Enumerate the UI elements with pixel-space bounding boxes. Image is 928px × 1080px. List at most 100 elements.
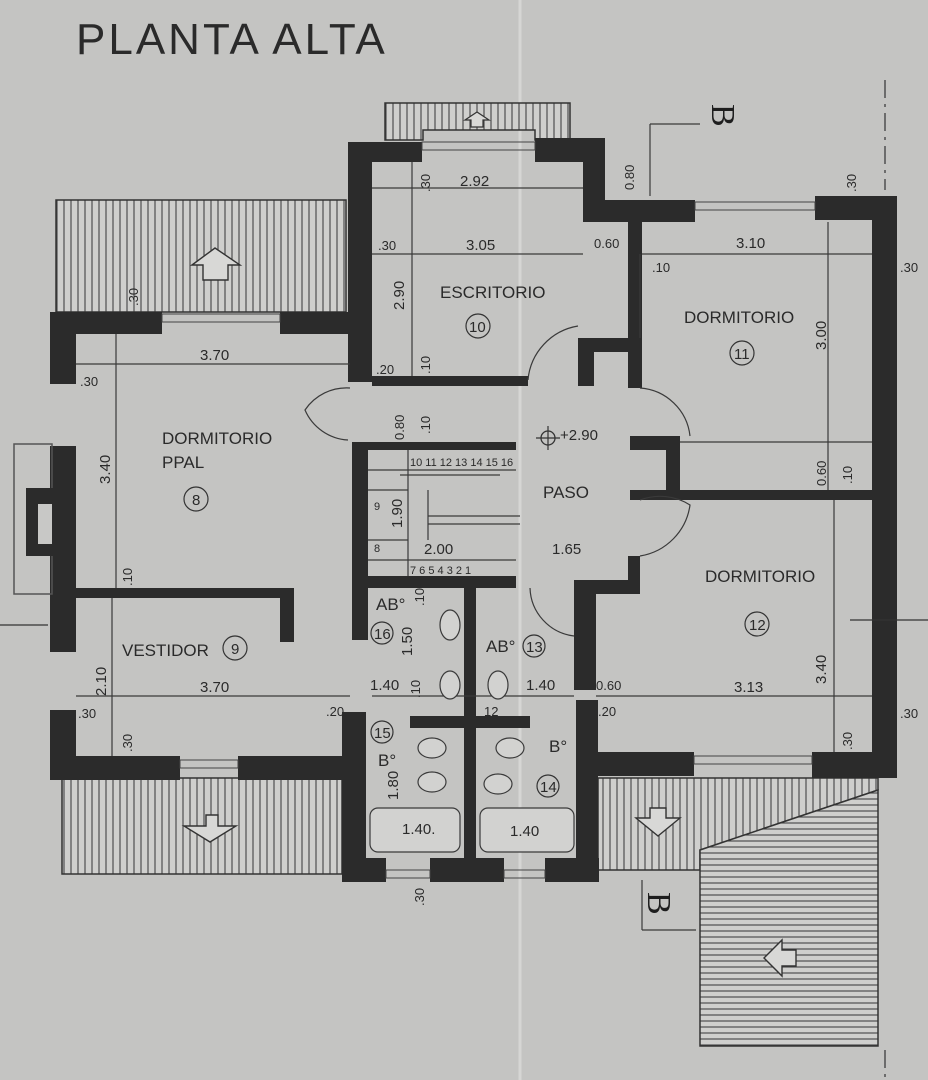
dim-wall: 12 xyxy=(484,704,498,719)
dim-wall: 0.60 xyxy=(814,461,829,486)
dim-esc-top: 2.92 xyxy=(460,173,489,190)
toilet-icon xyxy=(417,737,447,759)
room-label-dormitorio-12: DORMITORIO xyxy=(705,567,815,586)
roofs xyxy=(55,102,879,1047)
arrow-down-icon xyxy=(634,807,682,837)
dim-stair-w: 1.90 xyxy=(389,499,406,528)
arrow-left-icon xyxy=(763,938,797,978)
dim-dp-depth: 3.40 xyxy=(97,455,114,484)
dim-esc-depth: 2.90 xyxy=(391,281,408,310)
room-label-ppal: PPAL xyxy=(162,453,204,472)
dim-d12-width: 3.13 xyxy=(734,679,763,696)
dim-wall: .30 xyxy=(840,732,855,750)
room-label-paso: PASO xyxy=(543,483,589,502)
dim-wall: .30 xyxy=(378,238,396,253)
dim-bath-bottom-left: 1.40. xyxy=(402,821,435,838)
stair-steps-top: 10 11 12 13 14 15 16 xyxy=(410,457,513,469)
room-number-16: 16 xyxy=(374,626,391,643)
toilet-icon xyxy=(487,670,509,700)
room-label-dormitorio-11: DORMITORIO xyxy=(684,308,794,327)
dim-wall: .20 xyxy=(598,704,616,719)
arrow-down-icon xyxy=(181,814,239,843)
dim-vest-width: 3.70 xyxy=(200,679,229,696)
room-number-14: 14 xyxy=(540,779,557,796)
dim-d11-width: 3.10 xyxy=(736,235,765,252)
dim-vest-depth: 2.10 xyxy=(93,667,110,696)
dim-wall: .30 xyxy=(120,734,135,752)
roof-lower-right xyxy=(699,788,879,1047)
stair-steps-bottom: 7 6 5 4 3 2 1 xyxy=(410,565,471,577)
dim-wall: 0.80 xyxy=(392,415,407,440)
bidet-icon xyxy=(483,773,513,795)
level-marker: +2.90 xyxy=(536,426,598,450)
dim-wall: .10 xyxy=(120,568,135,586)
toilet-icon xyxy=(495,737,525,759)
dim-d11-depth: 3.00 xyxy=(813,321,830,350)
dim-wall: .30 xyxy=(80,374,98,389)
interior-lines xyxy=(0,80,928,1080)
slope-arrows xyxy=(181,111,797,978)
dim-dp-width: 3.70 xyxy=(200,347,229,364)
room-label-vestidor: VESTIDOR xyxy=(122,641,209,660)
dim-wall: .20 xyxy=(326,704,344,719)
dim-wall: .10 xyxy=(418,416,433,434)
dim-wall: .10 xyxy=(412,588,427,606)
room-label-dormitorio-ppal: DORMITORIO xyxy=(162,429,272,448)
dim-wall: .30 xyxy=(900,706,918,721)
dim-wall: .30 xyxy=(900,260,918,275)
room-label-bano-16: AB° xyxy=(376,595,405,614)
level-label: +2.90 xyxy=(560,427,598,444)
dim-d12-depth: 3.40 xyxy=(813,655,830,684)
room-label-bano-13: AB° xyxy=(486,637,515,656)
dim-esc-width: 3.05 xyxy=(466,237,495,254)
section-mark-bottom: B xyxy=(640,892,677,915)
sink-icon xyxy=(439,609,461,641)
room-label-escritorio: ESCRITORIO xyxy=(440,283,545,302)
dim-wall: .30 xyxy=(126,288,141,306)
bathtub-icon xyxy=(369,807,461,853)
dim-wall: .30 xyxy=(78,706,96,721)
dim-wall: .20 xyxy=(376,362,394,377)
dimensions: 2.92 3.05 2.90 3.10 3.00 3.70 3.40 3.70 … xyxy=(78,165,918,906)
dim-bath-bottom-right: 1.40 xyxy=(510,823,539,840)
section-mark-top: B xyxy=(704,104,741,127)
room-number-10: 10 xyxy=(469,319,486,336)
dim-wall: .10 xyxy=(840,466,855,484)
stair-step-8: 8 xyxy=(374,543,380,555)
bath-fixtures xyxy=(369,609,575,853)
arrow-up-icon xyxy=(463,111,491,128)
stair-numbers: 10 11 12 13 14 15 16 7 6 5 4 3 2 1 9 8 xyxy=(374,457,513,577)
room-number-15: 15 xyxy=(374,725,391,742)
plan-title: PLANTA ALTA xyxy=(76,15,388,64)
room-label-bano-15: B° xyxy=(378,751,396,770)
room-number-12: 12 xyxy=(749,617,766,634)
bidet-icon xyxy=(417,771,447,793)
room-labels: ESCRITORIO 10 DORMITORIO 11 DORMITORIO P… xyxy=(122,283,815,798)
dim-stair-len: 2.00 xyxy=(424,541,453,558)
room-number-13: 13 xyxy=(526,639,543,656)
dim-bath-d: 1.50 xyxy=(399,627,416,656)
stair-step-9: 9 xyxy=(374,501,380,513)
dim-bath-w-left: 1.40 xyxy=(370,677,399,694)
roof-upper-left xyxy=(55,199,347,313)
dim-wall: 0.80 xyxy=(622,165,637,190)
dim-bath-d2: 1.80 xyxy=(385,771,402,800)
dim-wall: .10 xyxy=(652,260,670,275)
room-label-bano-14: B° xyxy=(549,737,567,756)
staircase xyxy=(368,450,520,576)
toilet-icon xyxy=(439,670,461,700)
dim-wall: .30 xyxy=(418,174,433,192)
dim-wall: .30 xyxy=(844,174,859,192)
dim-wall: 0.60 xyxy=(596,678,621,693)
dim-wall: 0.60 xyxy=(594,236,619,251)
room-number-8: 8 xyxy=(192,492,200,509)
arrow-up-icon xyxy=(189,247,243,281)
room-number-11: 11 xyxy=(734,346,750,363)
dim-bath-w-right: 1.40 xyxy=(526,677,555,694)
dim-paso-width: 1.65 xyxy=(552,541,581,558)
dim-wall: .10 xyxy=(418,356,433,374)
walls xyxy=(13,138,897,882)
dim-wall: .10 xyxy=(408,680,423,698)
room-number-9: 9 xyxy=(231,641,239,658)
